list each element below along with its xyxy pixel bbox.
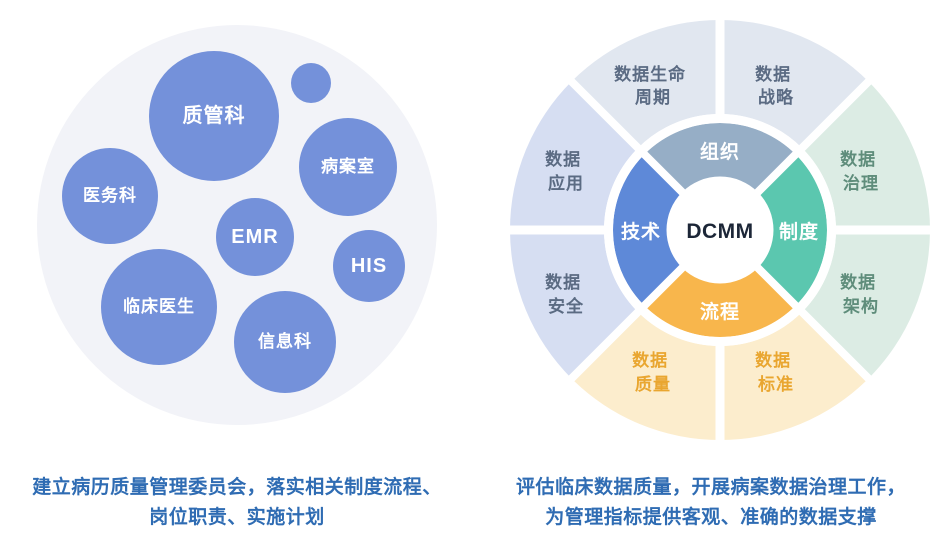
bubble-his-system: HIS — [333, 230, 405, 302]
inner-segment-process — [644, 267, 796, 337]
decorative-small-circle — [291, 63, 331, 103]
label-process: 流程 — [700, 300, 740, 323]
left-caption: 建立病历质量管理委员会，落实相关制度流程、 岗位职责、实施计划 — [0, 473, 474, 533]
hospital-departments-bubble-diagram: 质管科 病案室 医务科 EMR HIS 临床医生 信息科 — [0, 0, 474, 460]
left-caption-line2: 岗位职责、实施计划 — [149, 507, 325, 528]
label-data-strategy: 数据 战略 — [755, 64, 797, 107]
separator-se — [751, 261, 875, 385]
dcmm-wheel-diagram: 数据生命 周期 数据 战略 数据 应用 数据 治理 数据 安全 数据 架构 数据… — [510, 20, 930, 440]
ring-gap — [604, 114, 836, 346]
label-data-standard: 数据 标准 — [755, 350, 797, 394]
label-organization: 组织 — [700, 140, 740, 163]
inner-segment-institution — [757, 154, 827, 306]
bubble-quality-management-dept: 质管科 — [149, 51, 279, 181]
dcmm-center-label: DCMM — [686, 220, 753, 243]
separator-ne — [751, 75, 875, 199]
separator-nw — [565, 75, 689, 199]
bubble-clinical-doctors: 临床医生 — [101, 249, 217, 365]
label-data-lifecycle: 数据生命 周期 — [614, 64, 692, 107]
label-institution: 制度 — [779, 220, 819, 243]
inner-segment-organization — [644, 123, 796, 193]
label-data-application: 数据 应用 — [545, 149, 587, 193]
left-caption-line1: 建立病历质量管理委员会，落实相关制度流程、 — [32, 477, 442, 498]
segment-separators — [510, 20, 930, 440]
right-caption: 评估临床数据质量，开展病案数据治理工作， 为管理指标提供客观、准确的数据支撑 — [474, 473, 948, 533]
bubble-information-dept: 信息科 — [234, 291, 336, 393]
label-data-governance: 数据 治理 — [840, 149, 882, 193]
label-technology: 技术 — [621, 220, 661, 243]
label-data-security: 数据 安全 — [545, 272, 587, 316]
center-circle — [666, 176, 774, 284]
separator-sw — [565, 261, 689, 385]
bubble-medical-affairs-dept: 医务科 — [62, 148, 158, 244]
label-data-quality: 数据 质量 — [632, 350, 674, 394]
bubble-emr-system: EMR — [216, 198, 294, 276]
label-data-architecture: 数据 架构 — [840, 272, 882, 316]
right-caption-line1: 评估临床数据质量，开展病案数据治理工作， — [515, 477, 906, 498]
inner-segment-technology — [613, 154, 683, 306]
right-caption-line2: 为管理指标提供客观、准确的数据支撑 — [545, 507, 877, 528]
bubble-medical-records-room: 病案室 — [299, 118, 397, 216]
